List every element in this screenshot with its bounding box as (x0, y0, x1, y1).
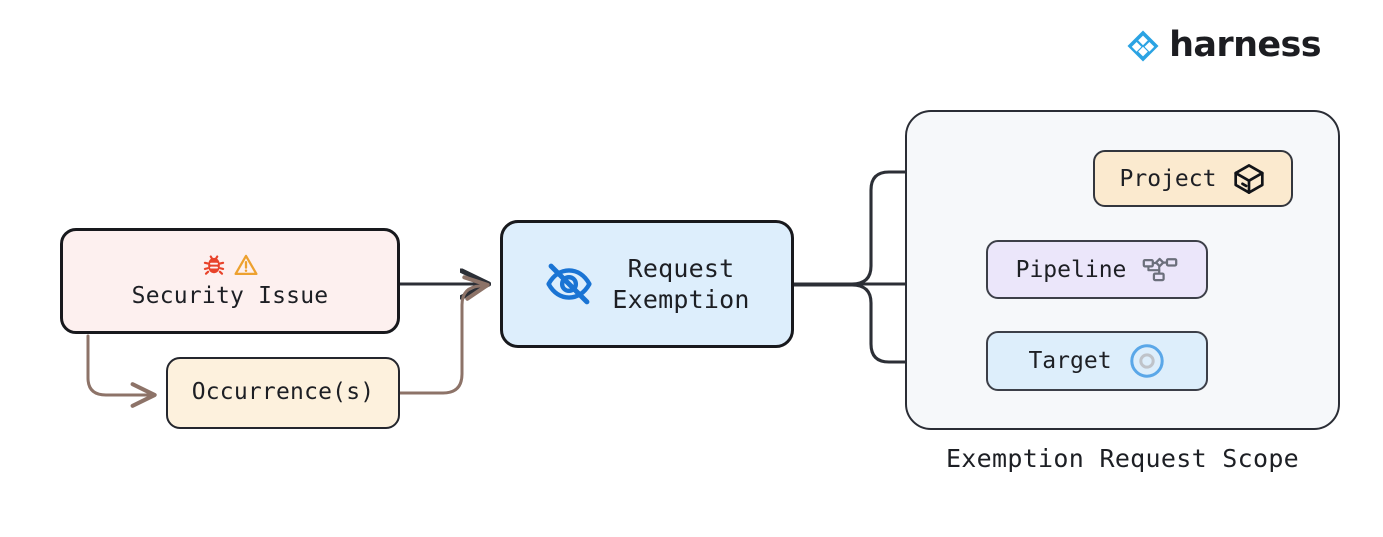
bug-icon (203, 255, 225, 276)
warning-triangle-icon (234, 255, 258, 276)
node-security-issue[interactable]: Security Issue (60, 228, 400, 334)
security-issue-icons (201, 250, 259, 280)
node-request-exemption-label: Request Exemption (612, 253, 750, 314)
node-target-label: Target (1028, 348, 1112, 374)
node-occurrences[interactable]: Occurrence(s) (166, 357, 400, 429)
node-occurrences-label: Occurrence(s) (191, 379, 375, 406)
harness-diamond-logo-icon (1127, 30, 1159, 61)
node-project[interactable]: Project (1093, 150, 1293, 207)
node-security-issue-label: Security Issue (131, 283, 329, 310)
edge-occurrences-to-request (398, 275, 490, 395)
node-pipeline[interactable]: Pipeline (986, 240, 1208, 299)
pipeline-nodes-icon (1143, 257, 1178, 281)
brand-name: harness (1169, 25, 1322, 65)
cube-icon (1234, 163, 1265, 194)
node-request-exemption[interactable]: Request Exemption (500, 220, 794, 348)
harness-logo: harness (1126, 25, 1322, 65)
exemption-request-scope-label: Exemption Request Scope (945, 444, 1300, 473)
node-project-label: Project (1119, 165, 1217, 192)
eye-off-icon (546, 263, 592, 305)
edge-security-to-occurrences (86, 334, 157, 408)
target-circle-icon (1129, 344, 1164, 378)
node-pipeline-label: Pipeline (1015, 256, 1127, 283)
node-target[interactable]: Target (986, 331, 1208, 391)
